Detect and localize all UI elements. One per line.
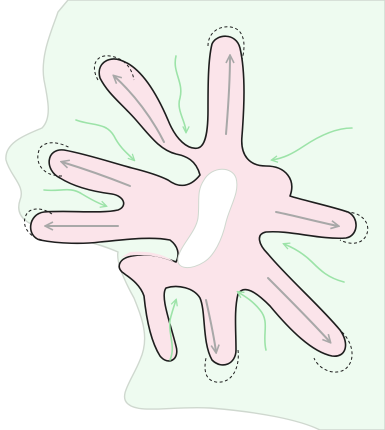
diagram-canvas (0, 0, 385, 430)
lobed-growth-diagram (0, 0, 385, 430)
